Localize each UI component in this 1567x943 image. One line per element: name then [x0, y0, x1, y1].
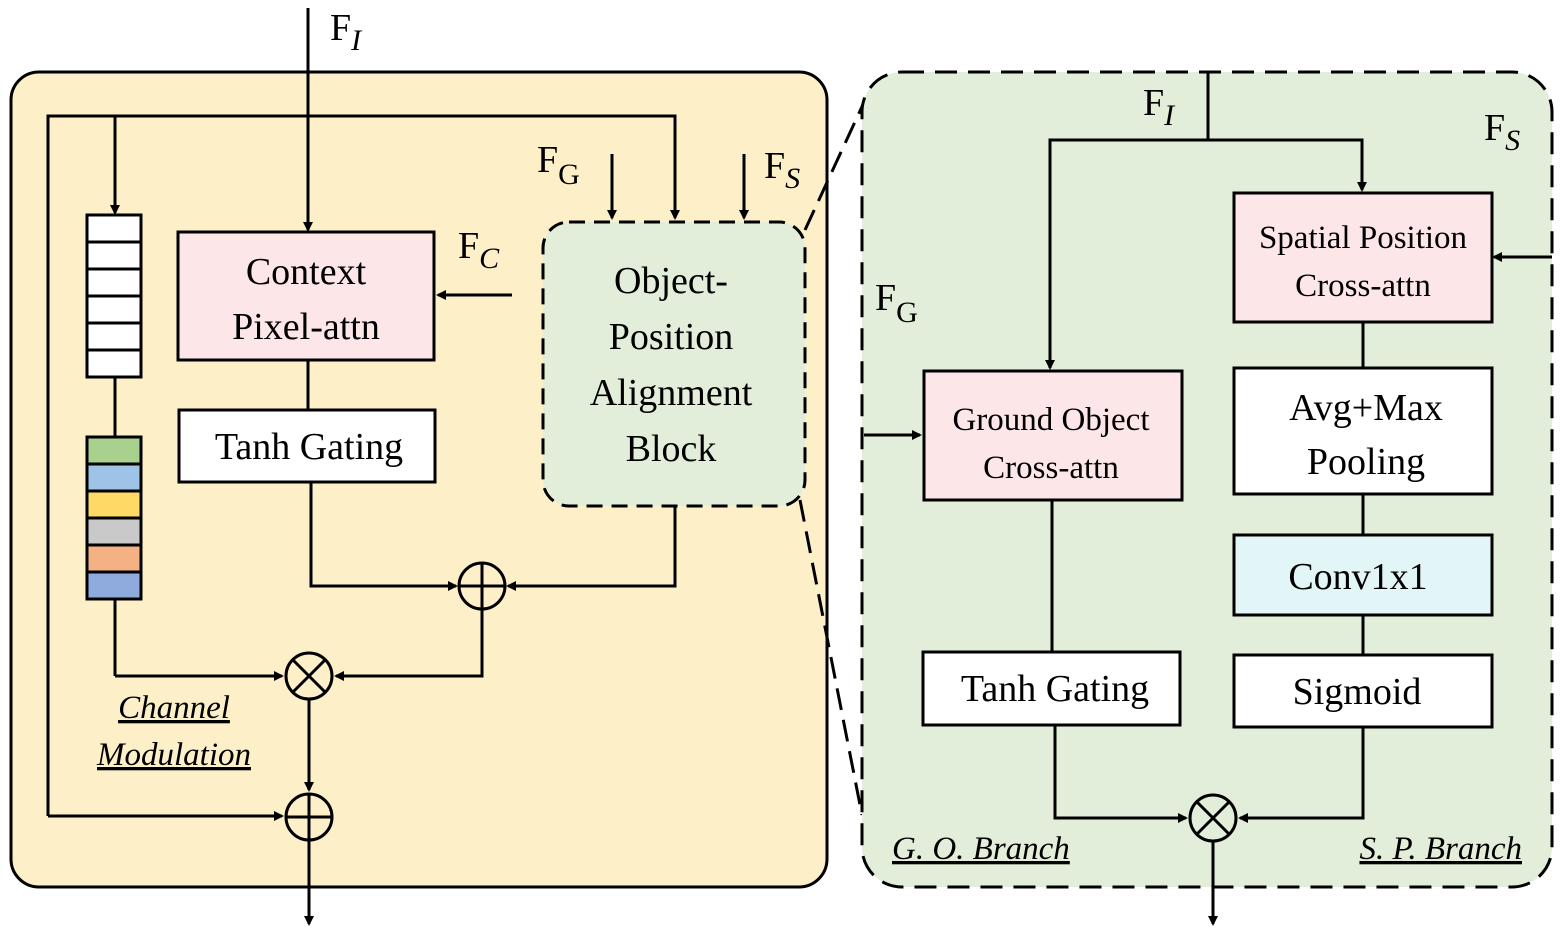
channel-stack-empty [85, 213, 143, 379]
label-f-i-top: FI [330, 7, 363, 57]
ground-object-line2: Cross-attn [983, 450, 1119, 486]
context-pixel-attn-line2: Pixel-attn [232, 306, 380, 348]
zoom-line-top [803, 97, 868, 231]
channel-modulation-line2: Modulation [96, 737, 251, 773]
sigmoid-label: Sigmoid [1293, 671, 1422, 713]
spatial-position-box [1232, 191, 1494, 324]
ground-object-line1: Ground Object [952, 402, 1149, 438]
pooling-line2: Pooling [1307, 441, 1425, 483]
channel-cell [85, 570, 143, 601]
label-f-s-right: FS [1484, 107, 1520, 157]
zoom-line-bottom [798, 499, 864, 816]
f-i-to-go-arrow [1045, 138, 1208, 370]
tanh-gating-box-right [921, 650, 1182, 727]
channel-cell [85, 543, 143, 574]
opab-to-sum-arrow [506, 506, 677, 591]
label-f-g-right: FG [875, 277, 918, 329]
channel-cell [85, 489, 143, 520]
context-pixel-attn-box [176, 230, 436, 362]
tanh-gating-label-left: Tanh Gating [215, 426, 403, 468]
channel-modulation-line1: Channel [118, 690, 230, 726]
conv1x1-label: Conv1x1 [1288, 556, 1427, 598]
pooling-line1: Avg+Max [1289, 387, 1443, 429]
label-f-i-right: FI [1143, 82, 1176, 132]
label-f-g-left: FG [537, 139, 580, 191]
spatial-position-line1: Spatial Position [1259, 220, 1467, 256]
sum-node-2 [284, 792, 334, 842]
tanh-gating-label-right: Tanh Gating [961, 668, 1149, 710]
f-i-to-sp-arrow [1208, 138, 1367, 192]
top-feedback-line [46, 114, 680, 816]
sum-to-mult-arrow [334, 609, 484, 681]
opab-line3: Alignment [590, 372, 753, 414]
channel-cell [85, 516, 143, 547]
sigmoid-to-mult-arrow [1238, 727, 1365, 823]
label-f-c: FC [458, 225, 500, 275]
label-f-s-left: FS [764, 145, 800, 195]
context-pixel-attn-line1: Context [246, 251, 367, 293]
go-branch-label: G. O. Branch [892, 831, 1070, 867]
sp-branch-label: S. P. Branch [1359, 831, 1522, 867]
tanh-to-sum-arrow [309, 482, 458, 591]
tanh-gating-box-left [177, 408, 437, 484]
channel-stack-colored [85, 435, 143, 601]
pooling-box [1232, 366, 1494, 496]
channel-cell [85, 435, 143, 466]
opab-line2: Position [609, 316, 734, 358]
opab-line1: Object- [614, 260, 728, 302]
tanh-to-mult-arrow [1053, 725, 1188, 823]
opab-line4: Block [626, 428, 717, 470]
spatial-position-line2: Cross-attn [1295, 268, 1431, 304]
sigmoid-box [1232, 653, 1494, 729]
channel-cell [85, 462, 143, 493]
sum-node-1 [457, 561, 507, 611]
